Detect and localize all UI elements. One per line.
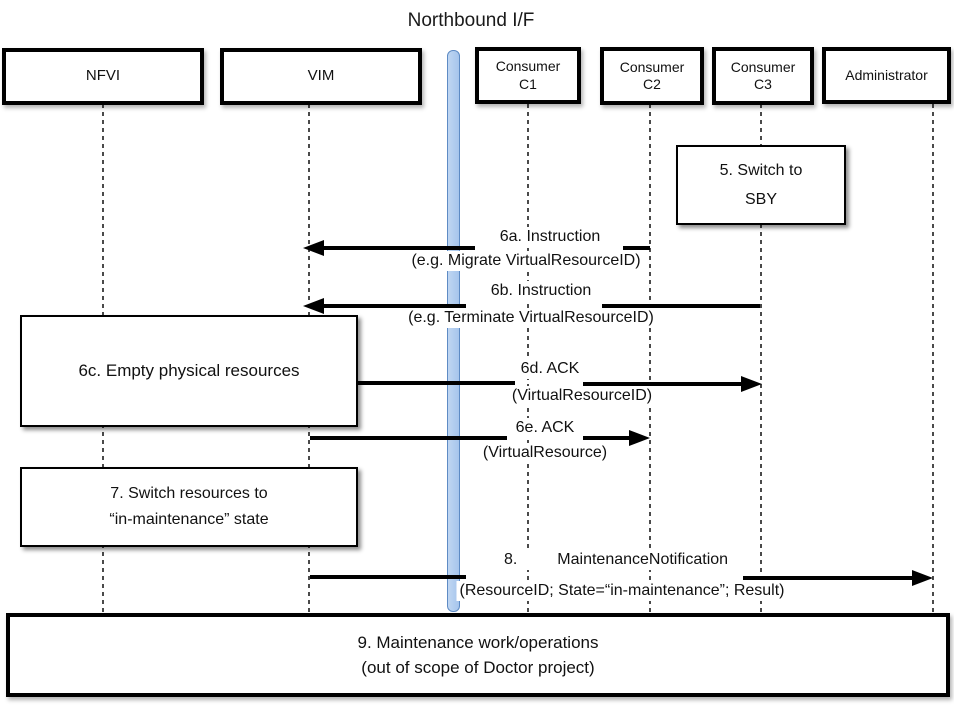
actor-consumer-c2-label: Consumer (619, 58, 685, 75)
msg6e-detail: (VirtualResource) (479, 443, 611, 463)
msg8-arrowhead-icon (912, 570, 933, 586)
step7-box: 7. Switch resources to “in-maintenance” … (20, 467, 358, 547)
actor-administrator: Administrator (822, 47, 951, 104)
msg6b-detail: (e.g. Terminate VirtualResourceID) (405, 308, 657, 328)
msg6d-line (583, 382, 744, 386)
lifeline-consumer-c1 (527, 104, 529, 613)
actor-consumer-c2-sub: C2 (643, 76, 661, 92)
lifeline-administrator (932, 104, 934, 613)
msg6a-label: 6a. Instruction (496, 227, 604, 247)
msg8-line (743, 576, 915, 580)
msg6e-line (583, 436, 632, 440)
msg6d-label: 6d. ACK (517, 359, 583, 379)
msg6b-arrowhead-icon (303, 298, 324, 314)
actor-consumer-c3-sub: C3 (754, 76, 772, 92)
step6c-box: 6c. Empty physical resources (20, 315, 358, 427)
actor-consumer-c3-label: Consumer (730, 58, 796, 75)
msg6d-arrowhead-icon (741, 376, 762, 392)
lifeline-consumer-c2 (649, 104, 651, 613)
step7-line1: 7. Switch resources to (110, 485, 268, 502)
msg8-line (310, 575, 466, 579)
northbound-bar (447, 50, 460, 612)
msg6a-line (623, 246, 650, 250)
step7-line2: “in-maintenance” state (109, 511, 269, 528)
step5-line2: SBY (744, 190, 777, 208)
msg6b-line (602, 304, 760, 308)
msg6b-line (322, 304, 466, 308)
actor-consumer-c1-sub: C1 (519, 75, 537, 92)
msg6e-arrowhead-icon (629, 430, 650, 446)
msg6a-arrowhead-icon (303, 240, 324, 256)
msg6a-line (322, 246, 475, 250)
msg6e-line (310, 436, 507, 440)
step5-line1: 5. Switch to (719, 161, 803, 179)
msg6d-detail: (VirtualResourceID) (508, 386, 656, 406)
actor-consumer-c1-label: Consumer (495, 58, 561, 74)
msg8-number: 8. (503, 551, 518, 568)
actor-administrator-label: Administrator (845, 66, 928, 83)
msg6a-detail: (e.g. Migrate VirtualResourceID) (408, 251, 644, 271)
step5-box: 5. Switch to SBY (676, 145, 846, 225)
actor-consumer-c1: Consumer C1 (475, 47, 581, 104)
diagram-title: Northbound I/F (407, 10, 535, 31)
step9-line1: 9. Maintenance work/operations (357, 632, 599, 652)
actor-vim-label: VIM (307, 67, 335, 85)
step9-line2: (out of scope of Doctor project) (361, 657, 595, 677)
msg6e-label: 6e. ACK (512, 418, 578, 438)
actor-consumer-c3: Consumer C3 (712, 47, 814, 105)
actor-nfvi: NFVI (2, 48, 204, 105)
msg8-detail: (ResourceID; State=“in-maintenance”; Res… (456, 581, 788, 601)
msg6d-line (357, 381, 515, 385)
step6c-label: 6c. Empty physical resources (78, 361, 300, 381)
actor-consumer-c2: Consumer C2 (600, 47, 704, 105)
actor-nfvi-label: NFVI (85, 67, 121, 85)
msg8-label: 8. MaintenanceNotification (500, 550, 732, 570)
actor-vim: VIM (220, 48, 422, 105)
msg6b-label: 6b. Instruction (487, 281, 595, 301)
lifeline-consumer-c3 (760, 104, 762, 613)
msg8-title: MaintenanceNotification (557, 551, 729, 568)
step9-box: 9. Maintenance work/operations (out of s… (6, 613, 950, 697)
